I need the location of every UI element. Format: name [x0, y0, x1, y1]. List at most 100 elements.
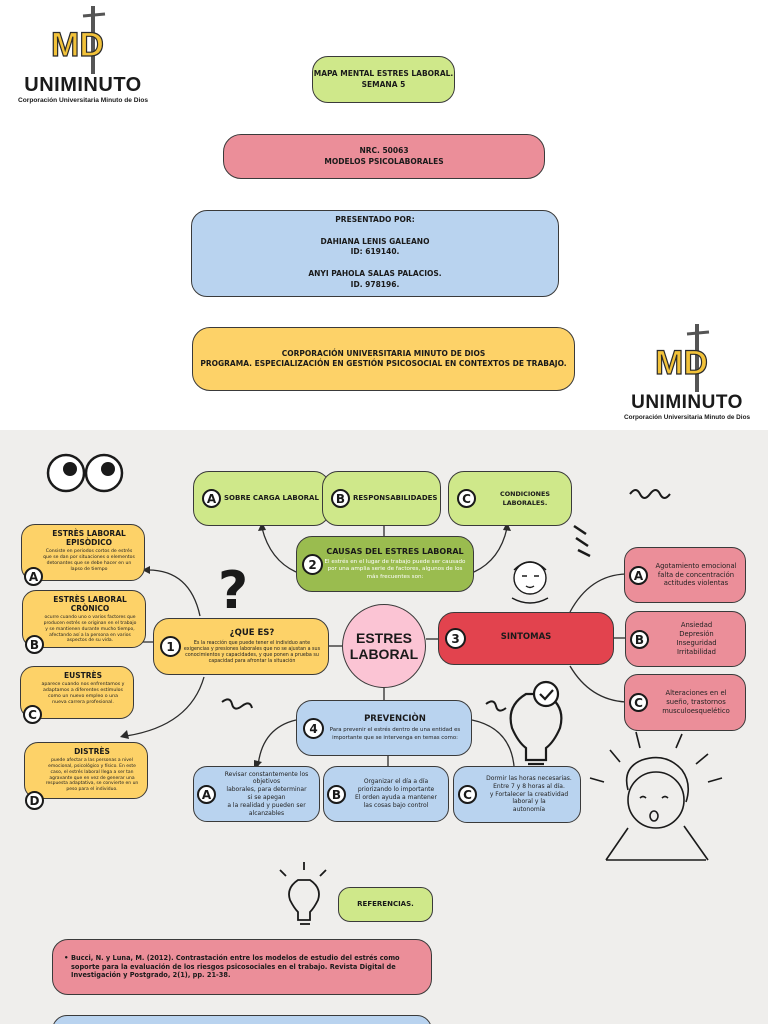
- symptom-b-line-4: Irritabilidad: [677, 647, 716, 656]
- bullet-icon: •: [64, 954, 69, 962]
- course-name: MODELOS PSICOLABORALES: [324, 156, 444, 166]
- symptoms-title: SINTOMAS: [500, 632, 552, 642]
- prevention-b-line-4: las cosas bajo control: [363, 801, 429, 809]
- small-lightbulb-icon: [279, 862, 327, 925]
- what-text: Es la reacción que puede tener el indivi…: [183, 640, 321, 665]
- logo-subtitle: Corporación Universitaria Minuto de Dios: [17, 97, 149, 104]
- symptom-letter-c: C: [629, 693, 648, 712]
- references-title: REFERENCIAS.: [357, 899, 414, 908]
- connector-lines: ?: [46, 453, 723, 925]
- symptom-b-line-3: Inseguridad: [676, 639, 717, 647]
- course-box: NRC. 50063 MODELOS PSICOLABORALES: [223, 134, 545, 179]
- title-box: MAPA MENTAL ESTRES LABORAL. SEMANA 5: [312, 56, 455, 103]
- course-nrc: NRC. 50063: [359, 146, 409, 156]
- cause-letter-c: C: [457, 489, 476, 508]
- author-2-id: ID. 978196.: [350, 279, 400, 289]
- symptom-letter-a: A: [629, 566, 648, 585]
- prevention-a-line-6: alcanzables: [248, 809, 285, 817]
- logo-monogram-icon: MD: [654, 324, 710, 392]
- svg-text:MD: MD: [51, 26, 104, 64]
- what-title: ¿QUE ES?: [229, 627, 275, 638]
- logo-subtitle: Corporación Universitaria Minuto de Dios: [623, 414, 751, 421]
- title-line-2: SEMANA 5: [361, 79, 406, 89]
- prevention-letter-a: A: [197, 785, 216, 804]
- logo-word: UNIMINUTO: [24, 74, 142, 96]
- prevention-item-a: A Revisar constantemente los objetivos l…: [193, 766, 320, 822]
- causes-text: El estrés en el lugar de trabajo puede s…: [324, 559, 466, 580]
- prevention-b-line-1: Organizar el día a día: [363, 778, 429, 786]
- logo-word: UNIMINUTO: [631, 392, 743, 413]
- center-title-2: LABORAL: [349, 646, 419, 662]
- causes-title: CAUSAS DEL ESTRES LABORAL: [326, 547, 464, 557]
- program-university: CORPORACIÓN UNIVERSITARIA MINUTO DE DIOS: [281, 348, 486, 358]
- symptom-c-line-2: sueño, trastornos: [666, 698, 726, 707]
- reference-text-1: Bucci, N. y Luna, M. (2012). Contrastaci…: [71, 954, 400, 980]
- symptom-a-line-3: actitudes violentas: [663, 579, 729, 588]
- prevention-a-line-5: a la realidad y pueden ser: [227, 801, 306, 809]
- what-box: 1 ¿QUE ES? Es la reacción que puede tene…: [153, 618, 329, 675]
- prevention-a-line-4: si se apegan: [247, 794, 286, 801]
- type-text-a: Consiste en periodos cortos de estrés qu…: [43, 549, 135, 572]
- prevention-item-c: C Dormir las horas necesarias. Entre 7 y…: [453, 766, 581, 823]
- symptom-c-line-3: musculoesquelético: [662, 706, 730, 715]
- program-box: CORPORACIÓN UNIVERSITARIA MINUTO DE DIOS…: [192, 327, 575, 391]
- symptom-a-line-2: falta de concentración: [657, 570, 735, 579]
- svg-text:?: ?: [218, 561, 248, 621]
- svg-text:MD: MD: [655, 344, 708, 382]
- type-letter-c: C: [23, 705, 42, 724]
- type-title-b: ESTRÈS LABORAL CRÒNICO: [53, 595, 127, 613]
- causes-number: 2: [302, 554, 323, 575]
- type-letter-b: B: [25, 635, 44, 654]
- prevention-c-line-3: y Fortalecer la creatividad: [489, 790, 569, 798]
- prevention-b-line-2: priorizando lo importante: [357, 786, 435, 794]
- authors-heading: PRESENTADO POR:: [335, 215, 415, 224]
- cause-label-c: CONDICIONES LABORALES.: [500, 489, 550, 507]
- author-1-name: DAHIANA LENIS GALEANO: [320, 237, 430, 247]
- cause-item-a: A SOBRE CARGA LABORAL: [193, 471, 330, 526]
- what-number: 1: [160, 636, 181, 657]
- type-box-b: ESTRÈS LABORAL CRÒNICO ocurre cuando uno…: [22, 590, 146, 654]
- prevention-c-line-4: laboral y la: [512, 798, 546, 806]
- type-title-a: ESTRÈS LABORAL EPISÒDICO: [52, 529, 126, 547]
- uniminuto-logo-right: MD UNIMINUTO Corporación Universitaria M…: [612, 322, 762, 428]
- symptom-item-a: A Agotamiento emocional falta de concent…: [624, 547, 746, 603]
- prevention-a-line-2: objetivos: [252, 778, 281, 786]
- prevention-c-line-1: Dormir las horas necesarias.: [486, 775, 572, 782]
- prevention-b-line-3: El orden ayuda a mantener: [355, 794, 437, 801]
- symptom-item-b: B Ansiedad Depresión Inseguridad Irritab…: [625, 611, 746, 667]
- cause-label-a: SOBRE CARGA LABORAL: [224, 493, 319, 502]
- symptom-a-line-1: Agotamiento emocional: [655, 561, 737, 570]
- prevention-letter-c: C: [458, 785, 477, 804]
- prevention-text: Para prevenir el estrés dentro de una en…: [329, 727, 461, 741]
- causes-box: 2 CAUSAS DEL ESTRES LABORAL El estrés en…: [296, 536, 474, 592]
- prevention-number: 4: [303, 718, 324, 739]
- center-title-1: ESTRES: [355, 630, 412, 646]
- center-node: ESTRES LABORAL: [342, 604, 426, 688]
- type-text-d: puede afectar a las personas a nivel emo…: [45, 758, 139, 793]
- reference-item-2-partial: [52, 1015, 432, 1024]
- symptom-c-line-1: Alteraciones en el: [665, 689, 727, 698]
- eyes-icon: [46, 453, 124, 493]
- prevention-a-line-1: Revisar constantemente los: [224, 770, 309, 778]
- type-title-d: DISTRÈS: [74, 747, 110, 756]
- uniminuto-logo: MD UNIMINUTO Corporación Universitaria M…: [8, 4, 158, 108]
- symptom-b-line-1: Ansiedad: [680, 621, 713, 630]
- cause-item-b: B RESPONSABILIDADES: [322, 471, 441, 526]
- cause-item-c: C CONDICIONES LABORALES.: [448, 471, 572, 526]
- type-text-b: ocurre cuando uno o varios factores que …: [43, 615, 137, 644]
- references-title-box: REFERENCIAS.: [338, 887, 433, 922]
- title-line-1: MAPA MENTAL ESTRES LABORAL.: [313, 69, 454, 79]
- lightbulb-icon: [509, 680, 563, 772]
- type-letter-a: A: [24, 567, 43, 586]
- prevention-c-line-5: autonomía: [512, 806, 546, 814]
- prevention-a-line-3: laborales, para determinar: [226, 786, 307, 794]
- author-1-id: ID: 619140.: [350, 247, 400, 257]
- cause-letter-a: A: [202, 489, 221, 508]
- prevention-title: PREVENCIÒN: [364, 714, 426, 725]
- reference-item-1: Bucci, N. y Luna, M. (2012). Contrastaci…: [52, 939, 432, 995]
- cause-letter-b: B: [331, 489, 350, 508]
- prevention-c-line-2: Entre 7 y 8 horas al día.: [493, 782, 565, 790]
- tired-person-illustration: [511, 561, 549, 604]
- logo-monogram-icon: MD: [50, 6, 106, 74]
- authors-box: PRESENTADO POR: DAHIANA LENIS GALEANO ID…: [191, 210, 559, 297]
